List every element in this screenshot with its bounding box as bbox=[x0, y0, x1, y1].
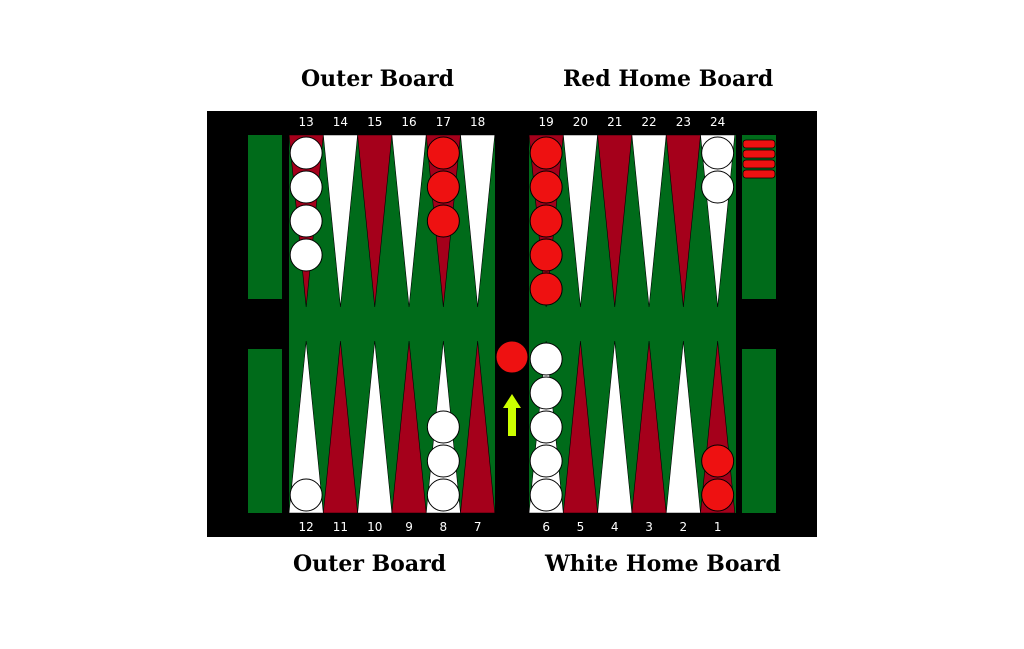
top-left-board-label: Outer Board bbox=[301, 66, 455, 92]
white-checker[interactable] bbox=[701, 136, 735, 170]
red-checker[interactable] bbox=[701, 478, 735, 512]
point-number-9: 9 bbox=[405, 520, 413, 534]
point-21[interactable] bbox=[597, 134, 633, 308]
white-checker[interactable] bbox=[701, 170, 735, 204]
point-number-21: 21 bbox=[607, 115, 622, 129]
point-number-2: 2 bbox=[680, 520, 688, 534]
point-14[interactable] bbox=[322, 134, 358, 308]
point-number-1: 1 bbox=[714, 520, 722, 534]
point-number-15: 15 bbox=[367, 115, 382, 129]
point-11[interactable] bbox=[322, 340, 358, 514]
white-checker[interactable] bbox=[529, 376, 563, 410]
red-checker[interactable] bbox=[529, 136, 563, 170]
point-10[interactable] bbox=[357, 340, 393, 514]
red-checker[interactable] bbox=[701, 444, 735, 478]
point-15[interactable] bbox=[357, 134, 393, 308]
point-5[interactable] bbox=[562, 340, 598, 514]
point-2[interactable] bbox=[665, 340, 701, 514]
point-number-14: 14 bbox=[333, 115, 348, 129]
point-18[interactable] bbox=[460, 134, 496, 308]
red-checker[interactable] bbox=[426, 204, 460, 238]
white-checker[interactable] bbox=[289, 136, 323, 170]
red-checker-on-bar[interactable] bbox=[495, 340, 529, 374]
point-number-12: 12 bbox=[299, 520, 314, 534]
point-22[interactable] bbox=[631, 134, 667, 308]
left-half-felt bbox=[289, 135, 495, 513]
red-checker[interactable] bbox=[426, 170, 460, 204]
point-9[interactable] bbox=[391, 340, 427, 514]
left-tray-bottom bbox=[248, 349, 282, 513]
red-borne-off-checker bbox=[742, 149, 776, 159]
point-number-10: 10 bbox=[367, 520, 382, 534]
white-checker[interactable] bbox=[289, 478, 323, 512]
right-half-felt bbox=[529, 135, 736, 513]
point-number-16: 16 bbox=[401, 115, 416, 129]
left-tray-top bbox=[248, 135, 282, 299]
point-number-23: 23 bbox=[676, 115, 691, 129]
point-number-22: 22 bbox=[641, 115, 656, 129]
white-checker[interactable] bbox=[289, 204, 323, 238]
red-checker[interactable] bbox=[529, 170, 563, 204]
point-16[interactable] bbox=[391, 134, 427, 308]
white-checker[interactable] bbox=[426, 478, 460, 512]
point-number-18: 18 bbox=[470, 115, 485, 129]
red-checker[interactable] bbox=[529, 272, 563, 306]
red-borne-off-checker bbox=[742, 169, 776, 179]
point-number-20: 20 bbox=[573, 115, 588, 129]
white-checker[interactable] bbox=[289, 238, 323, 272]
point-number-4: 4 bbox=[611, 520, 619, 534]
point-4[interactable] bbox=[597, 340, 633, 514]
white-checker[interactable] bbox=[426, 410, 460, 444]
white-checker[interactable] bbox=[426, 444, 460, 478]
point-number-6: 6 bbox=[542, 520, 550, 534]
bottom-left-board-label: Outer Board bbox=[293, 551, 447, 577]
red-checker[interactable] bbox=[529, 204, 563, 238]
white-checker[interactable] bbox=[289, 170, 323, 204]
arrow-up-icon bbox=[503, 394, 521, 436]
white-checker[interactable] bbox=[529, 478, 563, 512]
point-number-13: 13 bbox=[299, 115, 314, 129]
point-number-3: 3 bbox=[645, 520, 653, 534]
red-checker[interactable] bbox=[529, 238, 563, 272]
right-tray-bottom[interactable] bbox=[742, 349, 776, 513]
red-borne-off-checker bbox=[742, 139, 776, 149]
red-checker[interactable] bbox=[426, 136, 460, 170]
point-12[interactable] bbox=[288, 340, 324, 514]
point-number-8: 8 bbox=[440, 520, 448, 534]
point-number-5: 5 bbox=[577, 520, 585, 534]
point-23[interactable] bbox=[665, 134, 701, 308]
white-checker[interactable] bbox=[529, 342, 563, 376]
point-number-17: 17 bbox=[436, 115, 451, 129]
point-number-11: 11 bbox=[333, 520, 348, 534]
top-right-board-label: Red Home Board bbox=[563, 66, 774, 92]
point-number-7: 7 bbox=[474, 520, 482, 534]
point-7[interactable] bbox=[460, 340, 496, 514]
white-checker[interactable] bbox=[529, 410, 563, 444]
bottom-right-board-label: White Home Board bbox=[545, 551, 781, 577]
red-borne-off-checker bbox=[742, 159, 776, 169]
point-3[interactable] bbox=[631, 340, 667, 514]
white-checker[interactable] bbox=[529, 444, 563, 478]
point-number-19: 19 bbox=[539, 115, 554, 129]
point-number-24: 24 bbox=[710, 115, 725, 129]
point-20[interactable] bbox=[562, 134, 598, 308]
